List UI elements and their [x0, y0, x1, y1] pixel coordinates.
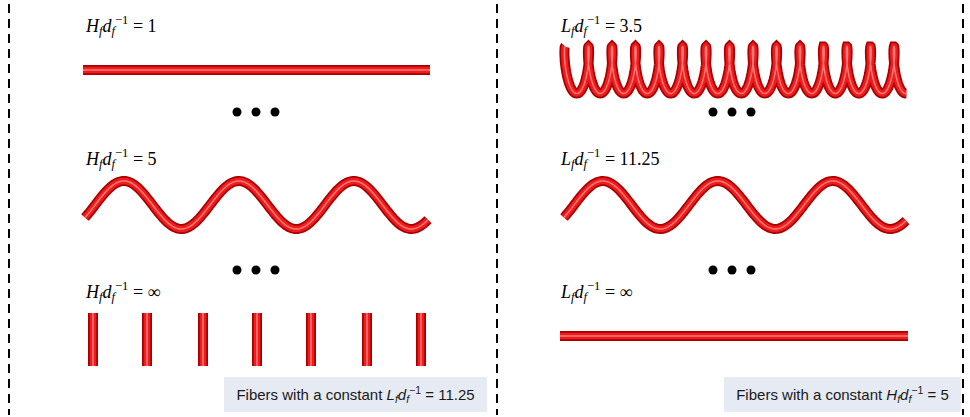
short-fiber [362, 313, 372, 366]
short-fiber [90, 313, 97, 366]
short-fiber [92, 313, 94, 366]
short-fiber [198, 313, 208, 366]
short-fiber [306, 313, 316, 366]
short-fiber [146, 313, 148, 366]
short-fiber [308, 313, 315, 366]
ratio-label: Lfdf−1 = ∞ [561, 279, 632, 305]
straight-fiber [83, 67, 430, 74]
short-fiber [418, 313, 425, 366]
coiled-fiber [564, 47, 906, 94]
ratio-label: Hfdf−1 = 1 [86, 13, 157, 39]
straight-fiber [560, 335, 908, 337]
straight-fiber [560, 333, 908, 340]
short-fiber [416, 313, 426, 366]
coiled-fiber [564, 47, 906, 94]
short-fiber [256, 313, 258, 366]
short-fiber [252, 313, 262, 366]
short-fiber [202, 313, 204, 366]
caption-text: Fibers with a constant Hfdf−1 = 5 [736, 384, 949, 405]
ratio-label: Hfdf−1 = ∞ [86, 279, 160, 305]
short-fiber [364, 313, 371, 366]
divider-lines [9, 4, 963, 415]
straight-fiber [83, 69, 430, 71]
caption-text: Fibers with a constant Lfdf−1 = 11.25 [236, 384, 474, 405]
wavy-fiber [564, 181, 906, 229]
wavy-fiber [85, 181, 428, 229]
wavy-fiber [85, 181, 428, 229]
ratio-label: Lfdf−1 = 11.25 [561, 146, 659, 172]
short-fiber [310, 313, 312, 366]
short-fiber [254, 313, 261, 366]
ratio-label: Hfdf−1 = 5 [86, 146, 157, 172]
coiled-fiber [564, 47, 906, 94]
fibers [83, 47, 908, 367]
straight-fiber [83, 65, 430, 75]
short-fiber [142, 313, 152, 366]
caption-box: Fibers with a constant Lfdf−1 = 11.25 [224, 377, 487, 412]
wavy-fiber [564, 181, 906, 229]
ellipsis-dots [233, 108, 756, 275]
short-fiber [144, 313, 151, 366]
straight-fiber [560, 331, 908, 341]
short-fiber [420, 313, 422, 366]
caption-box: Fibers with a constant Hfdf−1 = 5 [724, 377, 961, 412]
short-fiber [200, 313, 207, 366]
short-fiber [366, 313, 368, 366]
wavy-fiber [85, 181, 428, 229]
short-fiber [88, 313, 98, 366]
wavy-fiber [564, 181, 906, 229]
ratio-label: Lfdf−1 = 3.5 [561, 13, 642, 39]
